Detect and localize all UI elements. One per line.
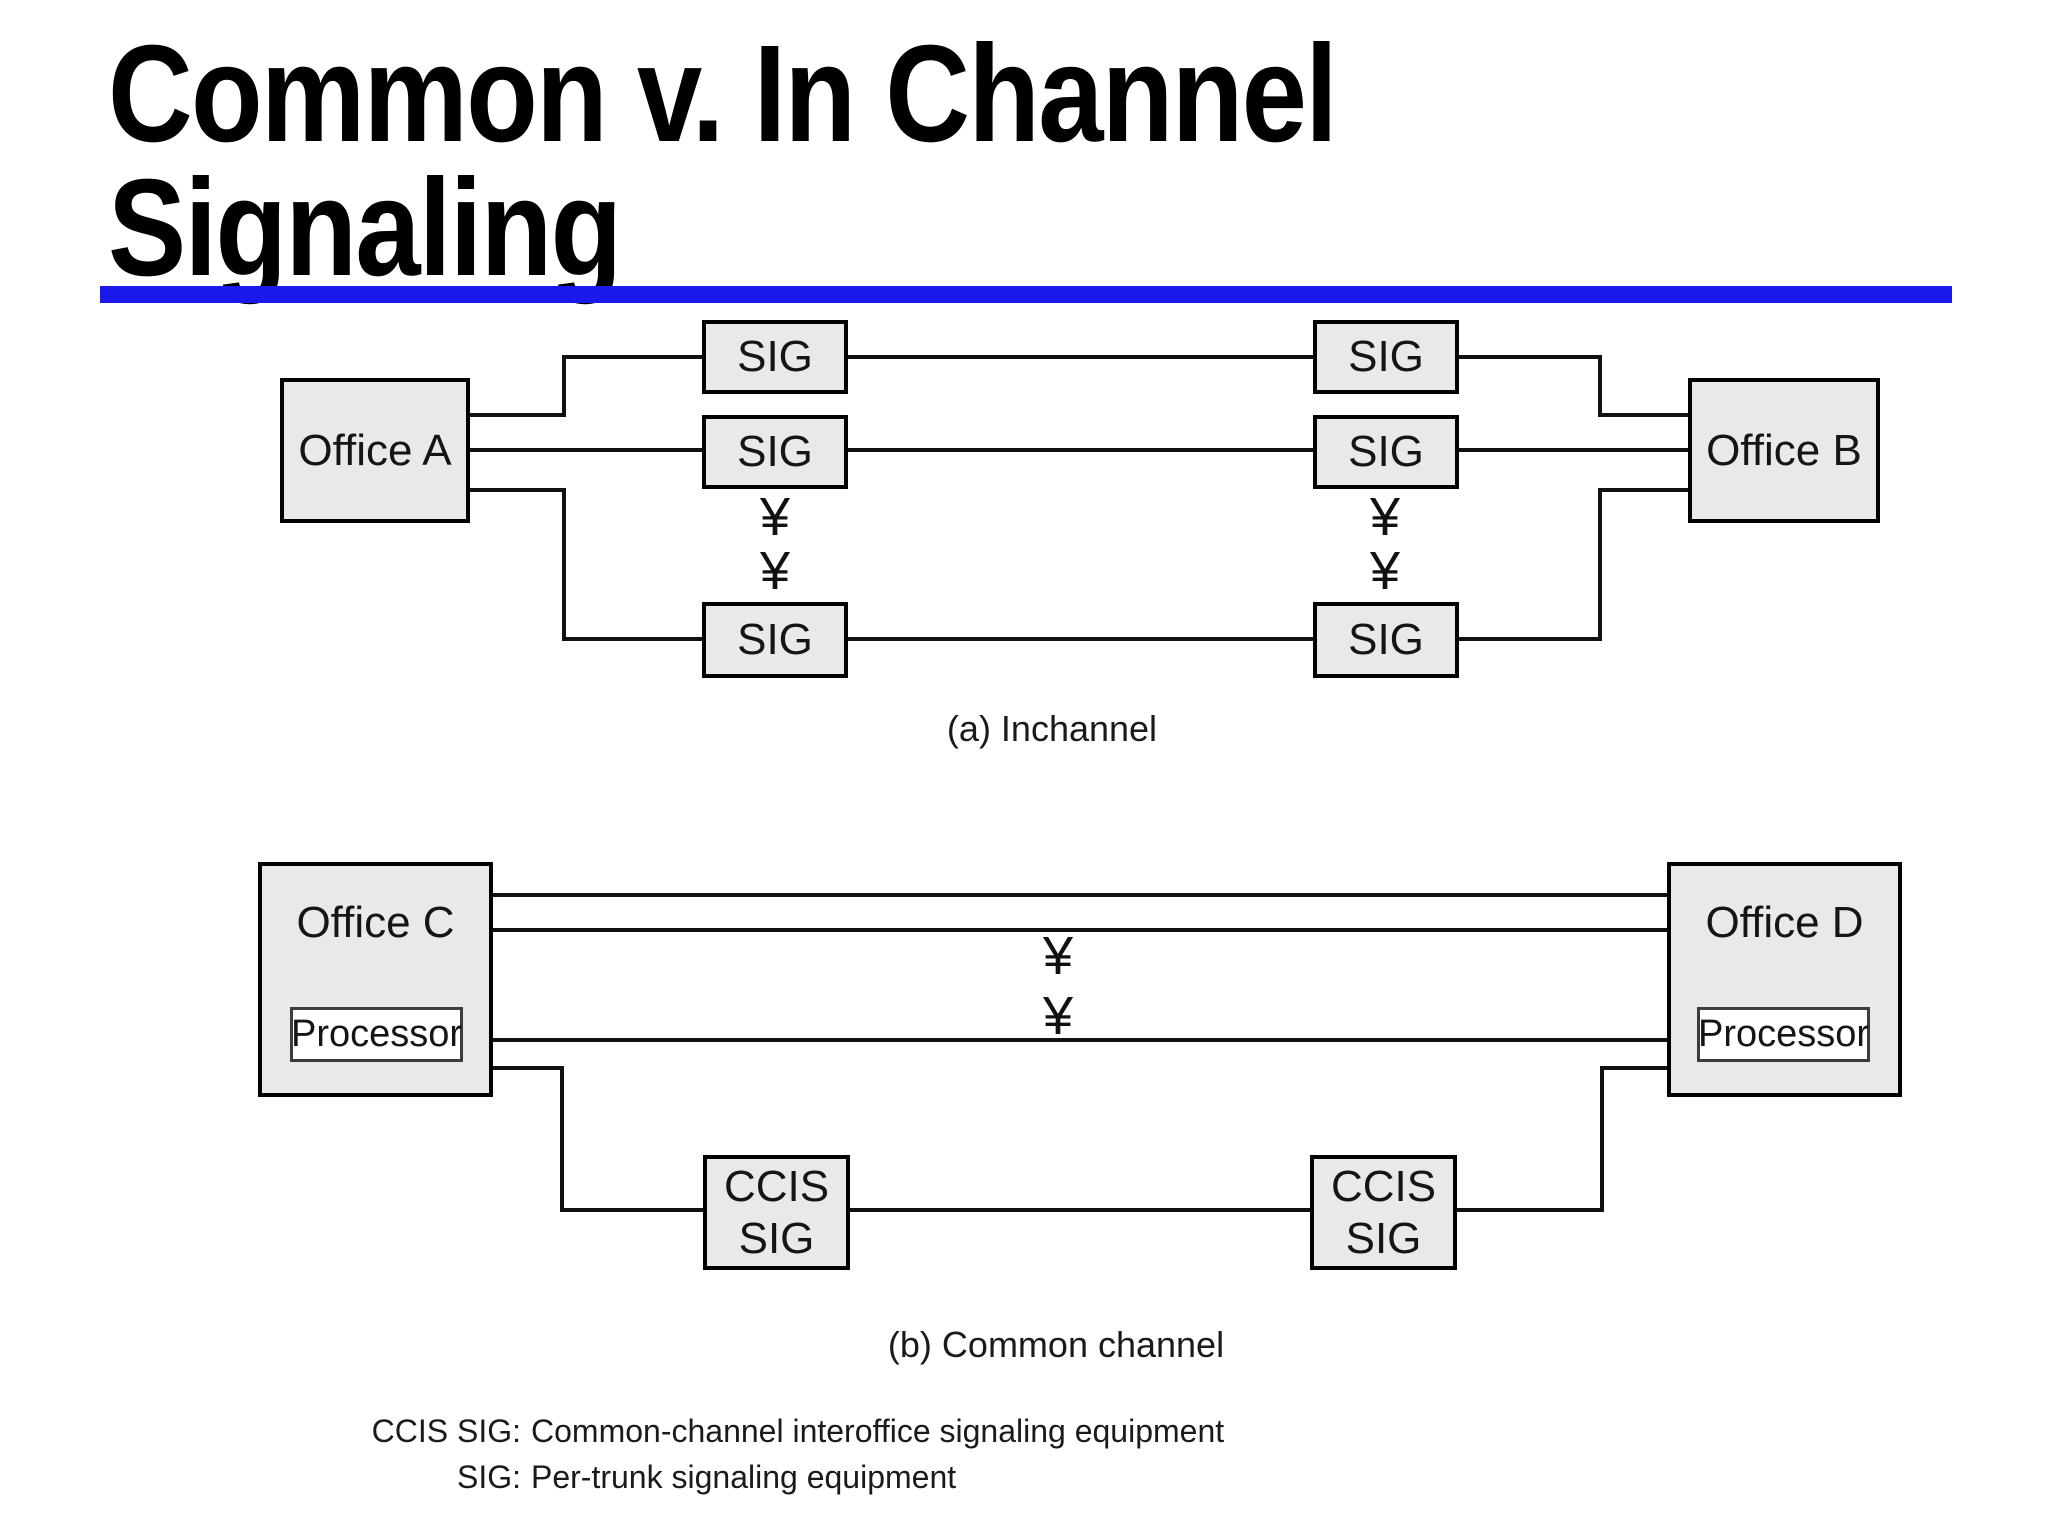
ccis-line: CCIS — [723, 1161, 830, 1211]
trunk-line — [848, 1208, 1312, 1212]
office-a-label: Office A — [298, 425, 452, 475]
processor-box: Processor — [1697, 1007, 1870, 1062]
connector-line — [562, 488, 566, 641]
legend-definition: Per-trunk signaling equipment — [531, 1459, 957, 1496]
connector-line — [1600, 1066, 1604, 1212]
connector-line — [560, 1066, 564, 1212]
connector-line — [466, 488, 566, 492]
connector-line — [1598, 488, 1602, 641]
ccis-line: SIG — [1345, 1213, 1422, 1263]
sig-label: SIG — [1348, 615, 1424, 664]
ellipsis-glyph: ¥ — [1369, 487, 1401, 547]
ccis-line: SIG — [738, 1213, 815, 1263]
legend-term: CCIS SIG: — [371, 1413, 521, 1449]
legend-row: CCIS SIG: Common-channel interoffice sig… — [371, 1408, 1225, 1454]
connector-line — [489, 1066, 564, 1070]
sig-box: SIG — [1313, 602, 1459, 678]
sig-box: SIG — [1313, 415, 1459, 489]
connector-line — [1600, 1066, 1671, 1070]
caption-common-channel: (b) Common channel — [887, 1324, 1225, 1365]
ellipsis-glyph: ¥ — [1042, 986, 1074, 1046]
processor-label: Processor — [1697, 1013, 1870, 1055]
connector-line — [466, 413, 566, 417]
connector-line — [1598, 488, 1690, 492]
connector-line — [1598, 355, 1602, 417]
ccis-sig-box: CCIS SIG — [1310, 1155, 1457, 1270]
office-d-box: Office D Processor — [1667, 862, 1902, 1097]
office-d-label: Office D — [1705, 898, 1864, 947]
connector-line — [562, 637, 704, 641]
connector-line — [560, 1208, 705, 1212]
office-a-box: Office A — [280, 378, 470, 523]
trunk-line — [489, 1038, 1671, 1042]
connector-line — [1457, 637, 1602, 641]
caption-inchannel: (a) Inchannel — [946, 708, 1158, 749]
page-title: Common v. In Channel Signaling — [108, 17, 1338, 305]
trunk-line — [846, 637, 1315, 641]
connector-line — [1457, 448, 1690, 452]
sig-box: SIG — [702, 320, 848, 394]
trunk-line — [846, 448, 1315, 452]
legend-term: SIG: — [456, 1459, 521, 1496]
trunk-line — [489, 893, 1671, 897]
processor-label: Processor — [290, 1013, 463, 1055]
ellipsis-glyph: ¥ — [759, 541, 791, 601]
sig-label: SIG — [1348, 427, 1424, 476]
office-c-label: Office C — [296, 898, 455, 947]
ellipsis-glyph: ¥ — [759, 487, 791, 547]
connector-line — [562, 355, 704, 359]
ccis-sig-label: CCIS SIG — [724, 1161, 829, 1265]
trunk-line — [846, 355, 1315, 359]
office-b-label: Office B — [1706, 425, 1862, 475]
sig-label: SIG — [737, 615, 813, 664]
ccis-sig-label: CCIS SIG — [1331, 1161, 1436, 1265]
title-underline — [100, 286, 1952, 303]
sig-label: SIG — [1348, 332, 1424, 381]
connector-line — [1457, 355, 1602, 359]
connector-line — [1598, 413, 1690, 417]
sig-label: SIG — [737, 427, 813, 476]
connector-line — [1455, 1208, 1604, 1212]
legend: CCIS SIG: Common-channel interoffice sig… — [371, 1408, 1225, 1501]
ccis-sig-box: CCIS SIG — [703, 1155, 850, 1270]
ellipsis-glyph: ¥ — [1042, 926, 1074, 986]
connector-line — [562, 355, 566, 417]
sig-box: SIG — [1313, 320, 1459, 394]
ellipsis-glyph: ¥ — [1369, 541, 1401, 601]
office-c-box: Office C Processor — [258, 862, 493, 1097]
sig-box: SIG — [702, 415, 848, 489]
office-b-box: Office B — [1688, 378, 1880, 523]
ccis-line: CCIS — [1330, 1161, 1437, 1211]
legend-definition: Common-channel interoffice signaling equ… — [531, 1413, 1225, 1449]
processor-box: Processor — [290, 1007, 463, 1062]
sig-label: SIG — [737, 332, 813, 381]
legend-row: SIG: Per-trunk signaling equipment — [371, 1454, 1224, 1500]
trunk-line — [489, 928, 1671, 932]
connector-line — [466, 448, 704, 452]
sig-box: SIG — [702, 602, 848, 678]
